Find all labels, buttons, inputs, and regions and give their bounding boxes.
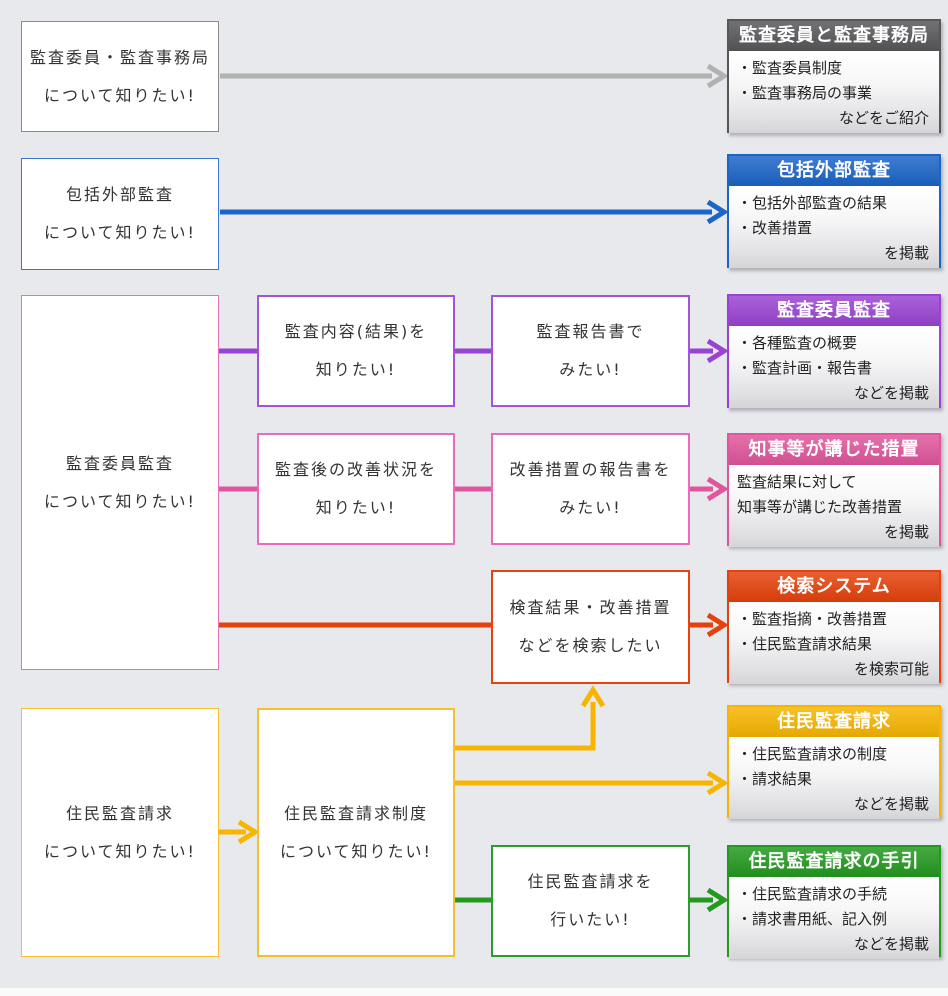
result-line: ・各種監査の概要 [737,334,858,352]
question-line: 知りたい! [315,360,397,379]
arrow-blue [220,199,729,225]
result-title: 監査委員と監査事務局 [729,21,939,51]
result-resident-request-guide[interactable]: 住民監査請求の手引 ・住民監査請求の手続 ・請求書用紙、記入例 などを掲載 [727,845,941,959]
arrow-purple [689,338,729,364]
question-line: 包括外部監査 [65,185,174,204]
result-line: ・住民監査請求の手続 [737,885,888,903]
question-make-resident-request: 住民監査請求を 行いたい! [491,845,690,957]
question-committee-audit: 監査委員監査 について知りたい! [21,295,219,670]
result-line: 知事等が講じた改善措置 [737,498,903,516]
result-title: 包括外部監査 [729,156,939,186]
question-line: みたい! [559,498,622,517]
result-tail: を掲載 [883,523,929,541]
question-external-audit: 包括外部監査 について知りたい! [21,158,219,270]
arrow-yellow-right [455,770,729,796]
result-search-system[interactable]: 検索システム ・監査指摘・改善措置 ・住民監査請求結果 を検索可能 [727,570,941,684]
result-committee-audit[interactable]: 監査委員監査 ・各種監査の概要 ・監査計画・報告書 などを掲載 [727,294,941,408]
result-line: ・請求書用紙、記入例 [737,910,888,928]
result-tail: を検索可能 [853,660,929,678]
question-line: 知りたい! [315,498,397,517]
result-line: ・包括外部監査の結果 [737,194,888,212]
question-line: 住民監査請求を [527,872,654,891]
question-line: みたい! [559,360,622,379]
result-line: ・住民監査請求の制度 [737,745,888,763]
result-title: 知事等が講じた措置 [729,435,939,465]
arrow-gray [220,63,729,89]
question-resident-audit-request: 住民監査請求 について知りたい! [21,708,219,957]
result-line: ・監査事務局の事業 [737,84,873,102]
question-line: 監査後の改善状況を [274,460,437,479]
question-line: について知りたい! [44,491,196,511]
question-line: について知りたい! [280,841,432,861]
result-line: ・請求結果 [737,770,813,788]
question-audit-committee-office: 監査委員・監査事務局 について知りたい! [21,21,219,132]
result-resident-audit-request[interactable]: 住民監査請求 ・住民監査請求の制度 ・請求結果 などを掲載 [727,705,941,819]
question-search-results: 検査結果・改善措置 などを検索したい [491,570,690,684]
result-line: ・監査指摘・改善措置 [737,610,888,628]
question-line: について知りたい! [44,841,196,861]
question-improvement-status: 監査後の改善状況を 知りたい! [257,433,455,545]
question-line: について知りたい! [44,85,196,105]
question-line: 監査報告書で [536,322,645,341]
arrow-green [690,887,729,913]
question-line: 住民監査請求 [65,803,174,823]
arrow-yellow-left [219,819,260,845]
result-line: ・監査委員制度 [737,59,843,77]
result-tail: を掲載 [883,244,929,262]
question-audit-report: 監査報告書で みたい! [491,295,690,407]
result-governor-measures[interactable]: 知事等が講じた措置 監査結果に対して 知事等が講じた改善措置 を掲載 [727,433,941,547]
question-line: 住民監査請求制度 [283,803,428,823]
result-title: 住民監査請求 [729,707,939,737]
result-tail: などを掲載 [853,795,929,813]
arrow-yellow-up [455,685,606,751]
result-external-audit[interactable]: 包括外部監査 ・包括外部監査の結果 ・改善措置 を掲載 [727,154,941,268]
question-line: 監査内容(結果)を [284,322,428,341]
result-tail: などを掲載 [853,384,929,402]
result-tail: などをご紹介 [838,109,929,127]
result-line: ・住民監査請求結果 [737,635,873,653]
question-line: 行いたい! [550,910,631,929]
result-tail: などを掲載 [853,935,929,953]
question-line: などを検索したい [518,636,663,655]
result-line: ・改善措置 [737,219,813,237]
arrow-red [689,612,729,638]
question-resident-request-system: 住民監査請求制度 について知りたい! [257,708,455,957]
question-line: 改善措置の報告書を [509,460,672,479]
arrow-pink [689,476,729,502]
result-line: ・監査計画・報告書 [737,359,873,377]
result-line: 監査結果に対して [737,473,857,491]
question-line: 監査委員監査 [65,453,174,473]
question-audit-contents: 監査内容(結果)を 知りたい! [257,295,455,407]
result-committee-and-office[interactable]: 監査委員と監査事務局 ・監査委員制度 ・監査事務局の事業 などをご紹介 [727,19,941,133]
result-title: 監査委員監査 [729,296,939,326]
page-bottom-strip [0,988,948,996]
result-title: 検索システム [729,572,939,602]
question-improvement-report: 改善措置の報告書を みたい! [491,433,690,545]
question-line: 検査結果・改善措置 [509,598,672,617]
result-title: 住民監査請求の手引 [729,847,939,877]
question-line: について知りたい! [44,223,196,242]
question-line: 監査委員・監査事務局 [29,47,210,67]
